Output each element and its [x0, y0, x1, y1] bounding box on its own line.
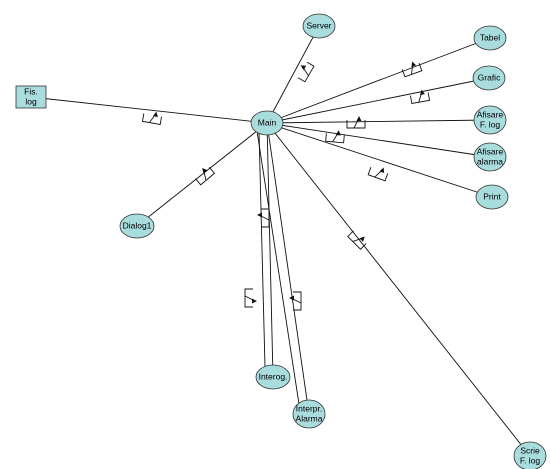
node-label: Alarma: [296, 413, 323, 423]
node-label: log: [25, 96, 37, 106]
node-ellipse: [475, 184, 509, 210]
node-dialog1[interactable]: Dialog1: [119, 213, 155, 239]
node-ellipse: [119, 213, 155, 239]
edge-fis_log-main: [30, 96, 268, 124]
edge-main-grafic: [266, 77, 490, 124]
edge-marker: [297, 61, 315, 83]
node-label: Server: [306, 20, 331, 30]
node-label: F. log: [480, 119, 501, 129]
edge-marker: [401, 61, 423, 78]
node-grafic[interactable]: Grafic: [472, 65, 506, 91]
node-ellipse: [250, 110, 284, 136]
edge-marker: [289, 291, 302, 311]
node-ellipse: [302, 13, 336, 39]
node-label: Print: [483, 191, 501, 201]
node-label: Afisare: [477, 146, 504, 156]
edge-main-interog: [266, 122, 274, 378]
node-fis-log[interactable]: Fis.log: [15, 85, 47, 109]
node-ellipse: [513, 441, 547, 469]
node-box: [15, 85, 47, 109]
node-ellipse: [473, 142, 507, 172]
node-ellipse: [255, 364, 291, 390]
node-label: Interpr.: [296, 403, 322, 413]
edge-main-interpr_alarma: [266, 122, 310, 415]
edge-marker: [325, 130, 345, 144]
edge-main-dialog1: [136, 122, 268, 227]
node-label: Dialog1: [123, 220, 152, 230]
node-label: Grafic: [478, 72, 501, 82]
edge-marker: [244, 288, 257, 308]
node-label: Tabel: [480, 32, 500, 42]
node-ellipse: [292, 399, 326, 429]
edge-marker: [141, 111, 163, 126]
node-print[interactable]: Print: [475, 184, 509, 210]
edge-marker: [409, 89, 431, 105]
edge-marker: [367, 167, 389, 182]
node-tabel[interactable]: Tabel: [473, 25, 507, 51]
edge-return-interpr_alarma: [256, 130, 300, 405]
edge-main-print: [266, 122, 493, 198]
node-ellipse: [473, 105, 507, 135]
edge-main-afisare_flog: [266, 119, 491, 124]
edge-marker: [346, 116, 366, 129]
edge-main-afisare_alarma: [266, 122, 491, 158]
node-label: Afisare: [477, 109, 504, 119]
node-label: Fis.: [24, 86, 38, 96]
node-ellipse: [472, 65, 506, 91]
edge-return-interog: [258, 130, 266, 368]
node-label: Main: [258, 117, 277, 127]
node-label: Interog.: [259, 371, 288, 381]
edge-main-tabel: [266, 37, 491, 124]
node-label: Scrie: [520, 445, 540, 455]
edge-main-scrie_flog: [266, 122, 531, 457]
node-ellipse: [473, 25, 507, 51]
node-main[interactable]: Main: [250, 110, 284, 136]
node-label: alarma: [477, 156, 503, 166]
node-interog[interactable]: Interog.: [255, 364, 291, 390]
edge-marker: [257, 208, 270, 228]
node-interpr-alarma[interactable]: Interpr.Alarma: [292, 399, 326, 429]
edge-marker: [195, 166, 216, 186]
node-server[interactable]: Server: [302, 13, 336, 39]
node-label: F. log: [520, 455, 541, 465]
edge-main-server: [266, 25, 320, 124]
